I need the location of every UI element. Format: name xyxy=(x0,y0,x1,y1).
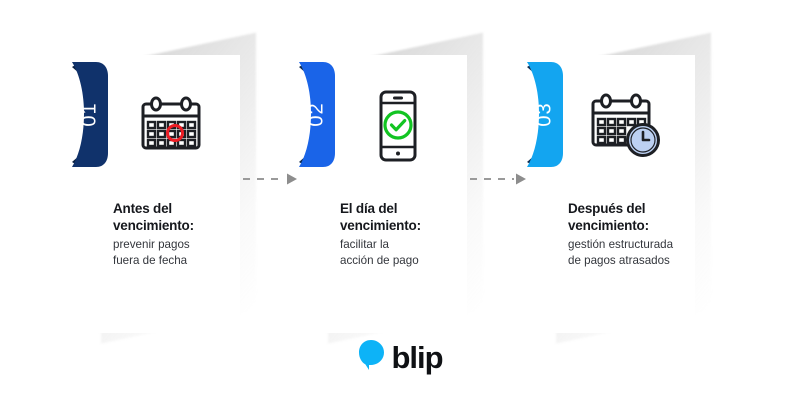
step-subtext-3: gestión estructurada de pagos atrasados xyxy=(568,238,674,267)
calendar-reminder-icon xyxy=(121,81,221,171)
step-subtext-1: prevenir pagos fuera de fecha xyxy=(113,238,190,267)
step-heading-2: El día del vencimiento: xyxy=(340,201,421,234)
step-ribbon-3: 03 xyxy=(527,62,563,167)
step-subtext-2: facilitar la acción de pago xyxy=(340,238,419,267)
speech-bubble-icon xyxy=(357,338,387,377)
calendar-clock-icon xyxy=(576,81,676,171)
step-card-2: El día del vencimiento: facilitar la acc… xyxy=(312,55,467,333)
step-ribbon-2: 02 xyxy=(299,62,335,167)
step-text-1: Antes del vencimiento: prevenir pagos fu… xyxy=(113,200,245,268)
phone-check-icon xyxy=(348,81,448,171)
step-text-3: Después del vencimiento: gestión estruct… xyxy=(568,200,708,268)
step-ribbon-1: 01 xyxy=(72,62,108,167)
arrow-step1-to-step2 xyxy=(243,172,299,186)
step-heading-3: Después del vencimiento: xyxy=(568,201,649,234)
arrow-step2-to-step3 xyxy=(470,172,528,186)
step-text-2: El día del vencimiento: facilitar la acc… xyxy=(340,200,472,268)
blip-logo: blip xyxy=(0,338,800,377)
blip-wordmark: blip xyxy=(391,340,443,375)
step-heading-1: Antes del vencimiento: xyxy=(113,201,194,234)
step-card-1: Antes del vencimiento: prevenir pagos fu… xyxy=(85,55,240,333)
step-card-3: Después del vencimiento: gestión estruct… xyxy=(540,55,695,333)
